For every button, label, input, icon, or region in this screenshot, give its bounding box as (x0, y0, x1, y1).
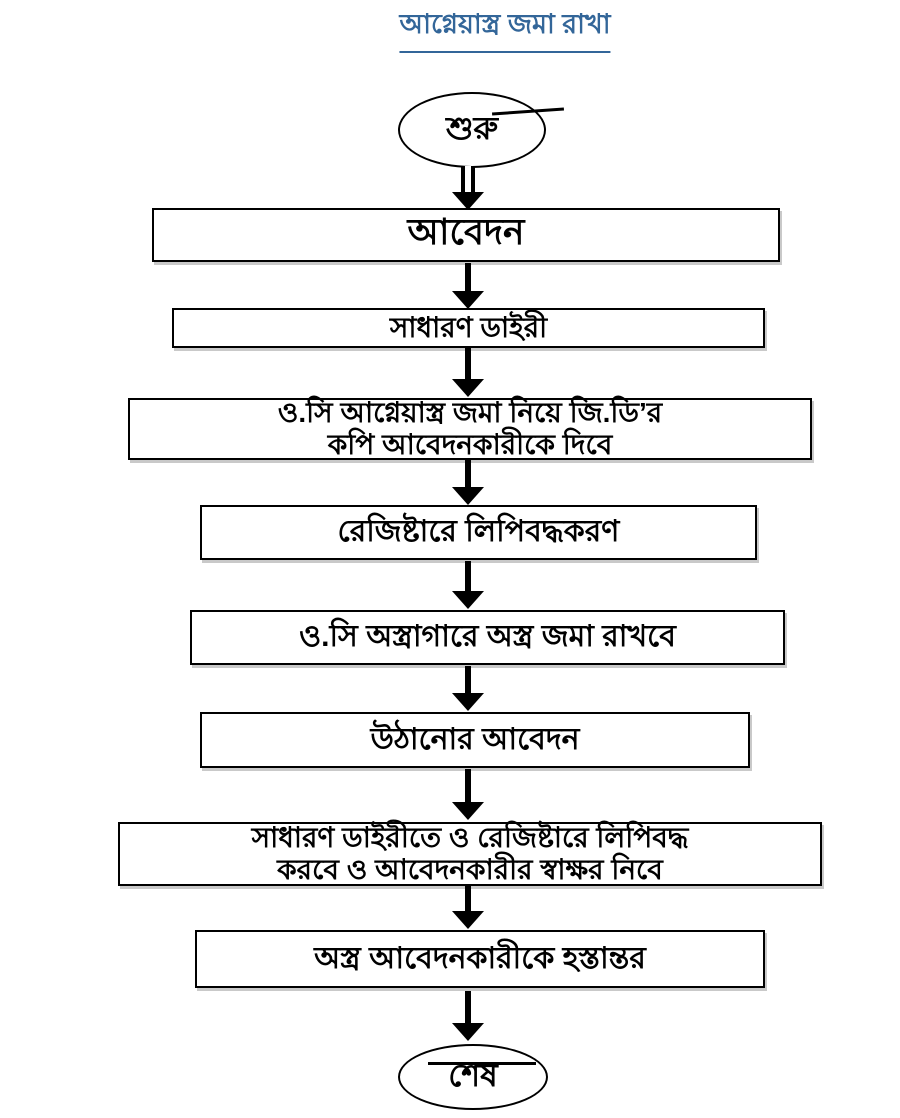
end-overbar-stroke (428, 1062, 536, 1065)
arrow-shaft (465, 561, 471, 591)
process-box-armory-deposit: ও.সি অস্ত্রাগারে অস্ত্র জমা রাখবে (190, 610, 785, 665)
arrow-head-icon (452, 802, 484, 820)
box-label-line2: করবে ও আবেদনকারীর স্বাক্ষর নিবে (277, 854, 663, 885)
process-box-application: আবেদন (152, 208, 780, 262)
down-arrow (452, 991, 484, 1041)
down-arrow (452, 769, 484, 820)
box-label: রেজিষ্টারে লিপিবদ্ধকরণ (337, 515, 620, 548)
page-title: আগ্নেয়াস্ত্র জমা রাখা (399, 4, 611, 53)
start-ellipse: শুরু (398, 92, 565, 168)
arrow-shaft (465, 348, 471, 379)
down-arrow (452, 460, 484, 505)
arrow-head-icon (452, 1023, 484, 1041)
down-arrow (452, 561, 484, 609)
down-arrow (452, 263, 484, 309)
arrow-shaft (465, 769, 471, 802)
arrow-shaft (465, 460, 471, 487)
box-label: আবেদন (407, 211, 525, 252)
arrow-head-icon (452, 379, 484, 397)
end-ellipse: শেষ (398, 1044, 548, 1110)
process-box-handover: অস্ত্র আবেদনকারীকে হস্তান্তর (195, 930, 765, 988)
arrow-shaft (465, 991, 471, 1023)
arrow-shaft (465, 263, 471, 291)
arrow-head-icon (452, 291, 484, 309)
down-arrow (452, 166, 484, 210)
box-label-line2: কপি আবেদনকারীকে দিবে (327, 429, 613, 460)
process-box-record-signature: সাধারণ ডাইরীতে ও রেজিষ্টারে লিপিবদ্ধ করব… (118, 822, 822, 886)
end-label: শেষ (448, 1057, 498, 1093)
arrow-head-icon (452, 487, 484, 505)
process-box-withdrawal-application: উঠানোর আবেদন (200, 712, 750, 768)
arrow-head-icon (452, 591, 484, 609)
arrow-head-icon (452, 911, 484, 929)
process-box-oc-gd-copy: ও.সি আগ্নেয়াস্ত্র জমা নিয়ে জি.ডি’র কপি… (128, 397, 812, 460)
arrow-head-icon (452, 192, 484, 210)
arrow-shaft (465, 666, 471, 693)
start-label: শুরু (445, 110, 499, 146)
box-label: অস্ত্র আবেদনকারীকে হস্তান্তর (314, 941, 646, 975)
process-box-general-diary: সাধারণ ডাইরী (172, 308, 765, 348)
box-label-line1: সাধারণ ডাইরীতে ও রেজিষ্টারে লিপিবদ্ধ (251, 822, 689, 853)
arrow-head-icon (452, 693, 484, 711)
box-label: সাধারণ ডাইরী (389, 312, 548, 343)
down-arrow (452, 886, 484, 929)
box-label-line1: ও.সি আগ্নেয়াস্ত্র জমা নিয়ে জি.ডি’র (277, 397, 663, 428)
box-label: উঠানোর আবেদন (370, 722, 580, 756)
down-arrow (452, 666, 484, 711)
box-label: ও.সি অস্ত্রাগারে অস্ত্র জমা রাখবে (299, 620, 676, 653)
start-tail-stroke (491, 107, 565, 116)
arrow-shaft (465, 886, 471, 911)
down-arrow (452, 348, 484, 397)
arrow-shaft (461, 166, 475, 192)
process-box-register-entry: রেজিষ্টারে লিপিবদ্ধকরণ (200, 505, 757, 560)
